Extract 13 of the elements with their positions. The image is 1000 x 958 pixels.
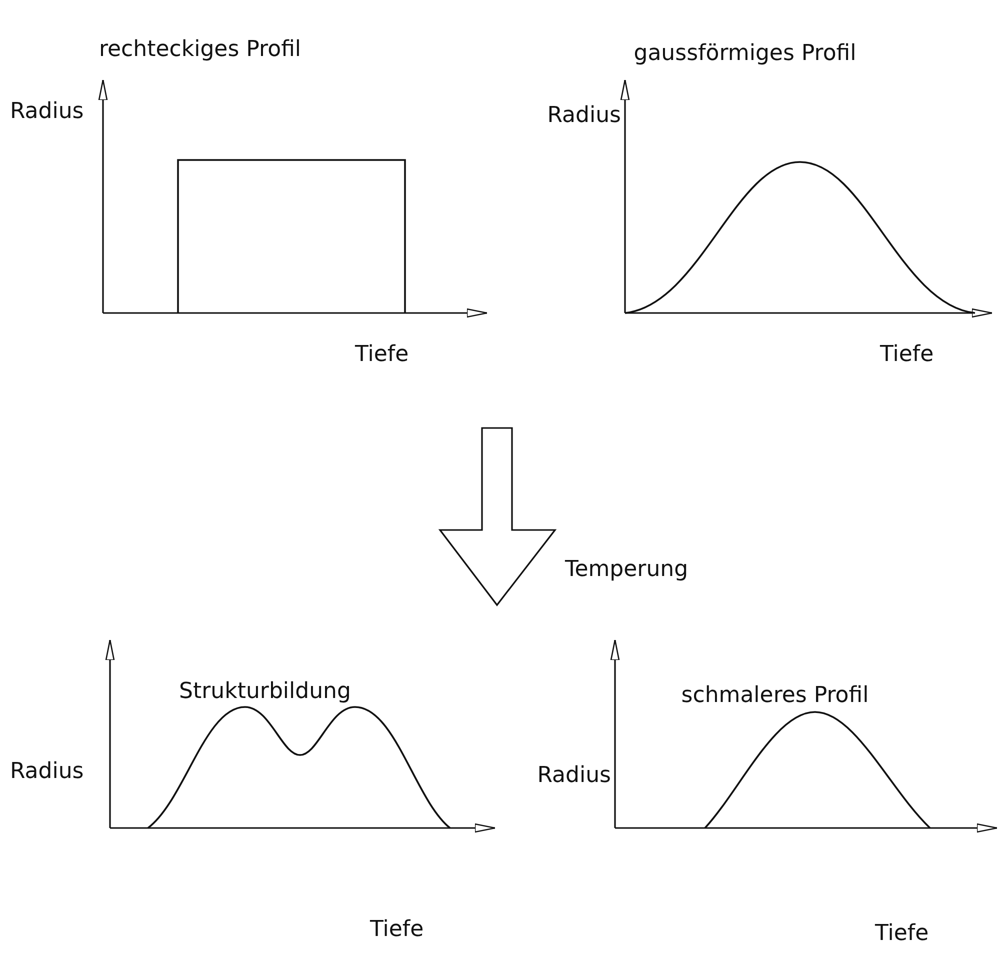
axis-label: Tiefe (355, 343, 409, 368)
chart-title: schmaleres Profil (681, 684, 869, 708)
axis-label: Tiefe (875, 922, 929, 946)
axis-label: Radius (10, 760, 84, 784)
axis-label: Tiefe (880, 343, 934, 368)
chart-title: gaussförmiges Profil (634, 42, 856, 66)
chart-title: Strukturbildung (179, 680, 351, 704)
axis-label: Radius (10, 100, 84, 124)
axis-label: Tiefe (370, 918, 424, 942)
axis-label: Radius (537, 764, 611, 788)
axis-label: Radius (547, 104, 621, 128)
arrow-label: Temperung (565, 558, 688, 582)
chart-title: rechteckiges Profil (98, 38, 302, 62)
